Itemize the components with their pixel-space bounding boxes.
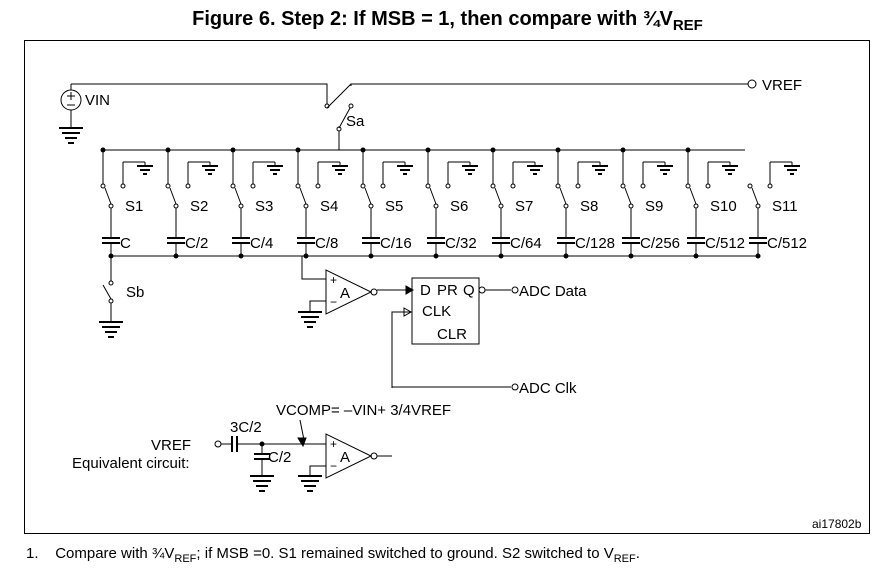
capacitor-label: C/128	[575, 235, 615, 252]
adc-data-label: ADC Data	[519, 283, 587, 300]
figure-code: ai17802b	[812, 517, 862, 531]
vin-wire	[71, 83, 328, 104]
capacitor-label: C/64	[510, 235, 542, 252]
adc-data-terminal[interactable]	[511, 286, 519, 294]
capacitor-label: C/32	[445, 235, 477, 252]
footnote: 1. Compare with ¾VREF; if MSB =0. S1 rem…	[26, 545, 640, 565]
eq-comparator-label: A	[340, 449, 350, 466]
sa-label: Sa	[346, 113, 365, 130]
eq-vref-terminal[interactable]	[214, 440, 222, 448]
switch-label: S2	[190, 198, 208, 215]
capacitor-label: C/512	[767, 235, 807, 252]
capacitor-label: C/2	[185, 235, 208, 252]
switch-cap-column: S3C/4	[230, 147, 283, 259]
vref-terminal[interactable]	[747, 79, 757, 89]
shunt-cap-label: C/2	[268, 449, 291, 466]
comparator-label: A	[340, 285, 350, 302]
svg-text:PR: PR	[437, 282, 458, 299]
switch-label: S3	[255, 198, 273, 215]
d-flipflop	[411, 277, 480, 345]
switch-label: S4	[320, 198, 338, 215]
switch-label: S10	[710, 198, 737, 215]
switch-cap-column: S9C/256	[620, 147, 680, 259]
switch-label: S7	[515, 198, 533, 215]
diagram-frame	[24, 40, 870, 534]
capacitor-label: C/512	[705, 235, 745, 252]
vref-label: VREF	[762, 77, 802, 94]
switch-cap-column: S4C/8	[295, 147, 348, 259]
comparator-input-wire	[301, 256, 326, 280]
switch-cap-column: S6C/32	[425, 147, 478, 259]
sa-switch	[324, 103, 354, 150]
vref-wire	[326, 83, 352, 109]
svg-text:−: −	[330, 459, 337, 473]
series-cap-label: 3C/2	[230, 419, 262, 436]
capacitor-array: S1CS2C/2S3C/4S4C/8S5C/16S6C/32S7C/64S8C/…	[100, 147, 807, 259]
capacitor-label: C/8	[315, 235, 338, 252]
svg-text:CLK: CLK	[422, 303, 451, 320]
svg-text:−: −	[330, 295, 337, 309]
vin-label: VIN	[85, 92, 110, 109]
comparator	[325, 269, 373, 315]
capacitor-label: C	[120, 235, 131, 252]
eq-comparator	[325, 433, 373, 479]
switch-cap-column: S5C/16	[360, 147, 413, 259]
svg-text:D: D	[420, 282, 431, 299]
switch-label: S1	[125, 198, 143, 215]
svg-text:CLR: CLR	[437, 326, 467, 343]
switch-label: S6	[450, 198, 468, 215]
switch-cap-column: S1C	[100, 147, 153, 259]
switch-label: S8	[580, 198, 598, 215]
svg-text:+: +	[330, 273, 337, 287]
adc-clk-label: ADC Clk	[519, 380, 577, 397]
adc-clk-terminal[interactable]	[511, 383, 519, 391]
switch-label: S11	[772, 198, 798, 215]
svg-text:+: +	[330, 437, 337, 451]
switch-cap-column: S7C/64	[490, 147, 543, 259]
vcomp-label: VCOMP= –VIN+ 3/4VREF	[276, 402, 451, 419]
svg-text:Q: Q	[463, 282, 475, 299]
eq-vref-label: VREF	[151, 437, 191, 454]
eq-caption: Equivalent circuit:	[72, 455, 190, 472]
switch-cap-column: S8C/128	[555, 147, 615, 259]
figure-title: Figure 6. Step 2: If MSB = 1, then compa…	[192, 8, 703, 34]
vin-source	[59, 84, 83, 144]
switch-cap-column: S2C/2	[165, 147, 218, 259]
capacitor-label: C/256	[640, 235, 680, 252]
sb-switch	[99, 256, 123, 338]
switch-label: S9	[645, 198, 663, 215]
switch-label: S5	[385, 198, 403, 215]
capacitor-label: C/4	[250, 235, 273, 252]
capacitor-label: C/16	[380, 235, 412, 252]
sb-label: Sb	[126, 284, 144, 301]
